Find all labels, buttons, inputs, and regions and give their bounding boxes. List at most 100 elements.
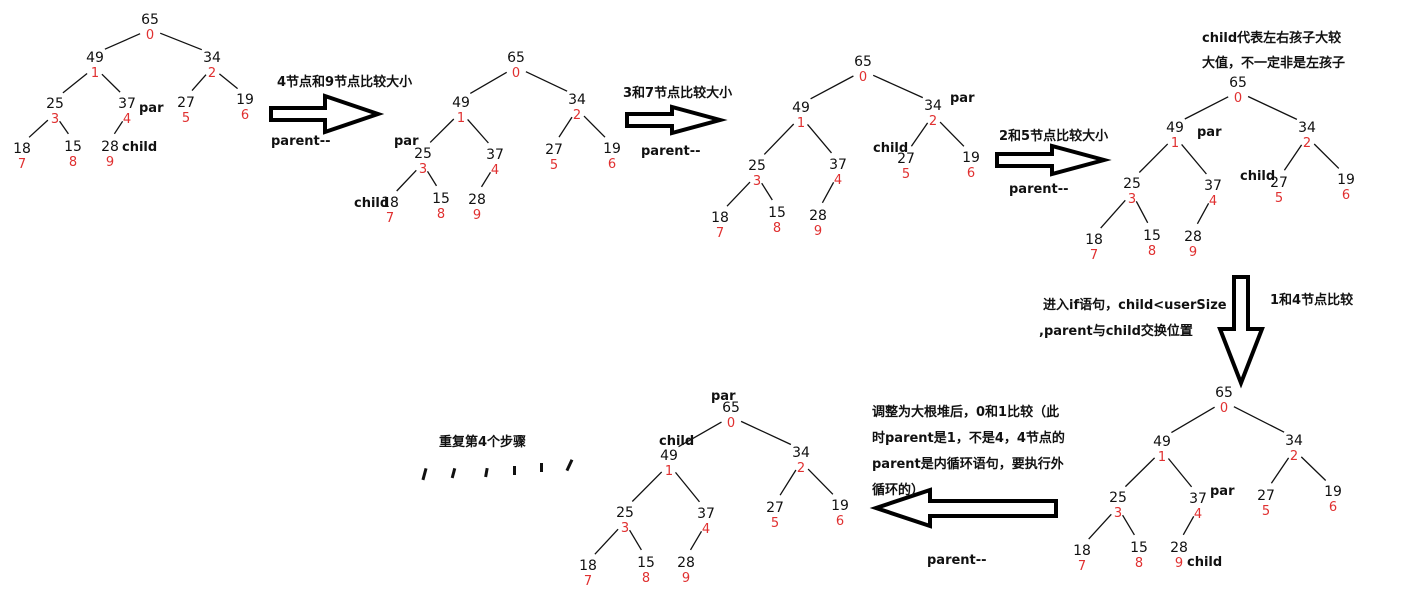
tree-edge: [101, 73, 121, 93]
node-value: 19: [236, 92, 254, 108]
node-value: 25: [46, 96, 64, 112]
tree-edge: [1181, 143, 1207, 175]
node-value: 19: [1324, 484, 1342, 500]
node-value: 25: [1109, 490, 1127, 506]
node-index: 8: [1148, 244, 1156, 259]
child-note-line-2: 大值，不一定非是左孩子: [1202, 55, 1345, 71]
tree-edge: [583, 115, 606, 138]
node-index: 3: [419, 162, 427, 177]
node-index: 2: [573, 108, 581, 123]
node-value: 28: [468, 192, 486, 208]
par-label: par: [394, 134, 419, 149]
node-index: 9: [1175, 556, 1183, 571]
tree-edge: [631, 471, 663, 502]
node-index: 5: [182, 111, 190, 126]
node-index: 3: [1114, 506, 1122, 521]
node-index: 4: [834, 173, 842, 188]
node-index: 4: [491, 163, 499, 178]
node-value: 28: [677, 555, 695, 571]
tree-edge: [1182, 515, 1195, 536]
adjust-note-line-3: parent是内循环语句，要执行外: [872, 456, 1064, 472]
par-label: par: [139, 101, 164, 116]
tree-edge: [467, 118, 489, 144]
node-index: 4: [1209, 194, 1217, 209]
node-index: 9: [814, 224, 822, 239]
child-label: child: [122, 140, 157, 155]
tree-edge: [1247, 95, 1298, 120]
node-value: 15: [432, 191, 450, 207]
node-index: 3: [1128, 192, 1136, 207]
node-index: 6: [241, 108, 249, 123]
node-index: 2: [797, 461, 805, 476]
node-value: 25: [748, 158, 766, 174]
node-value: 25: [616, 505, 634, 521]
tree-edge: [1171, 406, 1215, 434]
node-value: 49: [792, 100, 810, 116]
step1-parent-decrement: parent--: [271, 134, 331, 149]
step1-title: 4节点和9节点比较大小: [277, 74, 412, 90]
node-value: 37: [697, 506, 715, 522]
ellipsis-marks: [421, 459, 574, 481]
node-index: 1: [1158, 450, 1166, 465]
node-value: 18: [711, 210, 729, 226]
tree-edge: [872, 74, 924, 99]
tree-edge: [594, 528, 619, 555]
node-value: 18: [381, 195, 399, 211]
node-value: 15: [768, 205, 786, 221]
node-value: 34: [1298, 120, 1316, 136]
tree-edge: [59, 120, 69, 135]
tree-edge: [1270, 457, 1290, 484]
step2-title: 3和7节点比较大小: [623, 85, 732, 101]
tree-edge: [1184, 96, 1229, 120]
right-arrow-3: [995, 143, 1112, 177]
tree-edge: [396, 169, 417, 192]
node-value: 28: [101, 139, 119, 155]
node-index: 3: [753, 174, 761, 189]
node-value: 19: [1337, 172, 1355, 188]
node-index: 6: [836, 514, 844, 529]
node-index: 4: [1194, 507, 1202, 522]
tree-edge: [218, 73, 239, 90]
tree-edge: [689, 530, 703, 551]
node-value: 34: [568, 92, 586, 108]
tree-edge: [1313, 143, 1340, 169]
tree-edge: [1135, 200, 1149, 224]
node-value: 34: [1285, 433, 1303, 449]
node-value: 37: [1204, 178, 1222, 194]
child-label: child: [1240, 169, 1275, 184]
node-value: 34: [203, 50, 221, 66]
tree-edge: [62, 72, 88, 94]
tree-edge: [113, 120, 124, 135]
node-index: 9: [682, 571, 690, 586]
par-label: par: [711, 389, 736, 404]
node-index: 9: [106, 155, 114, 170]
tree-edge: [726, 181, 751, 207]
node-value: 19: [831, 498, 849, 514]
node-value: 15: [1143, 228, 1161, 244]
node-value: 18: [579, 558, 597, 574]
node-index: 2: [1290, 449, 1298, 464]
node-value: 49: [1166, 120, 1184, 136]
node-value: 34: [792, 445, 810, 461]
step5-parent-decrement: parent--: [927, 553, 987, 568]
node-value: 27: [766, 500, 784, 516]
tree-edge: [429, 118, 455, 143]
node-index: 6: [967, 166, 975, 181]
tree-edge: [810, 75, 854, 100]
node-index: 6: [1329, 500, 1337, 515]
node-index: 0: [512, 66, 520, 81]
tree-edge: [191, 74, 207, 92]
node-index: 7: [1090, 248, 1098, 263]
node-value: 37: [1189, 491, 1207, 507]
child-label: child: [873, 141, 908, 156]
node-value: 37: [486, 147, 504, 163]
node-value: 34: [924, 98, 942, 114]
node-index: 3: [51, 112, 59, 127]
node-value: 65: [722, 400, 740, 416]
tree-edge: [1196, 202, 1210, 225]
node-value: 49: [86, 50, 104, 66]
node-index: 5: [550, 158, 558, 173]
